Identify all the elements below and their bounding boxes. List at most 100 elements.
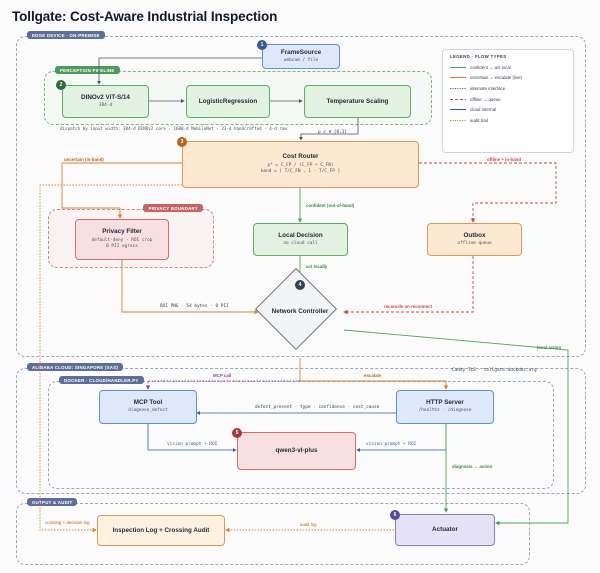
schema-label: defect_present · type · confidence · cos…: [255, 405, 380, 410]
legend-item: confident → act local: [450, 62, 566, 73]
legend-swatch: [450, 109, 466, 111]
cloud-region: ALIBABA CLOUD: SINGAPORE (SAS): [16, 363, 586, 494]
local-decision-node[interactable]: Local Decision no cloud call: [253, 223, 348, 256]
uncertain-inband-label: uncertain (in-band): [64, 157, 104, 162]
legend-swatch: [450, 119, 466, 121]
legend-swatch: [450, 66, 466, 68]
qwen-node[interactable]: qwen3-vl-plus: [237, 432, 356, 470]
cost-router-band: band = [ T/C_FN , 1 - T/C_FP ]: [260, 169, 341, 175]
temp-scaling-node[interactable]: Temperature Scaling: [304, 85, 411, 118]
inspection-log-node[interactable]: Inspection Log + Crossing Audit: [97, 515, 225, 546]
http-server-sub: /healthz · /diagnose: [418, 408, 472, 414]
step-badge-4: 4: [295, 280, 305, 290]
cost-router-node[interactable]: Cost Router p* = C_FP / (C_FP + C_FN) ba…: [182, 141, 419, 188]
edge-temp-to-router: [299, 118, 359, 141]
act-locally-label: act locally: [306, 264, 328, 269]
edge-outbox-to-network: [343, 256, 474, 315]
output-audit-region: OUTPUT & AUDIT: [16, 498, 530, 565]
edge-device-tag: EDGE DEVICE · ON-PREMISE: [27, 31, 105, 39]
network-controller-node[interactable]: Network Controller: [262, 303, 338, 321]
cloud-tag: ALIBABA CLOUD: SINGAPORE (SAS): [27, 363, 124, 371]
edge-router-to-log: [39, 184, 257, 533]
edge-router-to-outbox: [419, 162, 557, 223]
step-badge-2: 2: [56, 80, 66, 90]
qwen-title: qwen3-vl-plus: [275, 447, 318, 455]
mcp-call-label: MCP call: [213, 373, 232, 378]
step-badge-3: 3: [177, 137, 187, 147]
cost-router-title: Cost Router: [282, 153, 319, 161]
docker-region: DOCKER · CLOUD/HANDLER.PY: [48, 376, 554, 489]
edge-frame-to-dinov2: [97, 57, 262, 85]
privacy-boundary-tag: PRIVACY BOUNDARY: [143, 204, 203, 212]
legend-swatch: [450, 98, 466, 100]
legend-item: cloud internal: [450, 104, 566, 115]
legend-label: audit trail: [470, 117, 488, 123]
crossing-log-label: crossing + decision log: [45, 520, 90, 525]
legend-item: audit trail: [450, 115, 566, 126]
escalate-label: escalate: [364, 373, 382, 378]
page-title: Tollgate: Cost-Aware Industrial Inspecti…: [12, 9, 278, 24]
temp-scaling-title: Temperature Scaling: [326, 97, 389, 105]
edge-device-region: EDGE DEVICE · ON-PREMISE: [16, 31, 586, 357]
mcp-tool-node[interactable]: MCP Tool diagnose_defect: [99, 390, 197, 424]
docker-tag: DOCKER · CLOUD/HANDLER.PY: [59, 376, 144, 384]
cost-router-formula: p* = C_FP / (C_FP + C_FN): [267, 162, 334, 168]
legend-label: alternate interface: [470, 85, 506, 91]
edge-mcp-to-qwen: [147, 424, 237, 452]
legend-label: offline → queue: [470, 96, 501, 102]
dispatch-note: dispatch by input width: 384-d DINOv2 co…: [60, 126, 287, 131]
offline-inband-label: offline + in-band: [487, 157, 522, 162]
legend-label: uncertain → escalate (live): [470, 75, 522, 81]
inspection-log-title: Inspection Log + Crossing Audit: [112, 526, 210, 534]
output-audit-tag: OUTPUT & AUDIT: [27, 498, 78, 506]
dinov2-sub: 384-d: [98, 102, 113, 108]
legend-label: cloud internal: [470, 107, 497, 113]
legend-swatch: [450, 77, 466, 79]
caddy-label: Caddy TLS · tollgate.duckdns.org: [452, 368, 537, 373]
step-badge-6: 6: [390, 510, 400, 520]
edge-network-to-actuator: [343, 329, 569, 526]
p-c-label: p_c ∈ [0,1]: [318, 130, 348, 135]
local-decision-title: Local Decision: [278, 231, 323, 239]
http-server-title: HTTP Server: [426, 399, 464, 407]
audit-log-label: audit log: [300, 522, 317, 527]
logreg-node[interactable]: LogisticRegression: [186, 85, 270, 118]
mcp-tool-title: MCP Tool: [133, 399, 163, 407]
outbox-node[interactable]: Outbox offline queue: [427, 223, 522, 256]
local-action-label: local action: [537, 345, 562, 350]
edge-router-to-privacy: [61, 162, 182, 219]
http-server-node[interactable]: HTTP Server /healthz · /diagnose: [396, 390, 494, 424]
frame-source-title: FrameSource: [280, 48, 322, 56]
perception-pipeline-tag: PERCEPTION PIPELINE: [55, 66, 120, 74]
reconcile-label: reconcile on reconnect: [384, 304, 433, 309]
actuator-node[interactable]: Actuator: [395, 514, 495, 546]
step-badge-1: 1: [257, 40, 267, 50]
actuator-title: Actuator: [432, 526, 458, 534]
legend-item: offline → queue: [450, 94, 566, 105]
diagnosis-action-label: diagnosis → action: [452, 464, 493, 469]
edge-privacy-to-network: [121, 260, 259, 315]
legend-label: confident → act local: [470, 64, 511, 70]
outbox-title: Outbox: [463, 231, 486, 239]
privacy-filter-node[interactable]: Privacy Filter default-deny · ROI crop 0…: [75, 219, 169, 260]
roi-png-label: ROI PNG · 54 bytes · 0 PII: [160, 304, 229, 309]
legend-item: alternate interface: [450, 83, 566, 94]
confident-oob-label: confident (out-of-band): [306, 203, 355, 208]
privacy-filter-title: Privacy Filter: [102, 228, 142, 236]
vision-prompt-left-label: vision prompt + ROI: [167, 442, 218, 447]
logreg-title: LogisticRegression: [198, 97, 258, 105]
dinov2-node[interactable]: DINOv2 ViT-S/14 384-d: [62, 85, 149, 118]
vision-prompt-right-label: vision prompt + ROI: [366, 442, 417, 447]
legend-title: LEGEND · FLOW TYPES: [450, 54, 507, 59]
edge-mcp-call: [145, 380, 300, 390]
mcp-tool-sub: diagnose_defect: [128, 408, 168, 414]
frame-source-sub: webcam / file: [283, 57, 319, 63]
network-controller-title: Network Controller: [271, 308, 329, 316]
privacy-filter-sub1: default-deny · ROI crop: [91, 237, 153, 243]
frame-source-node[interactable]: FrameSource webcam / file: [262, 44, 340, 69]
local-decision-sub: no cloud call: [283, 240, 318, 246]
legend-swatch: [450, 87, 466, 90]
privacy-filter-sub2: 0 PII egress: [106, 244, 138, 250]
